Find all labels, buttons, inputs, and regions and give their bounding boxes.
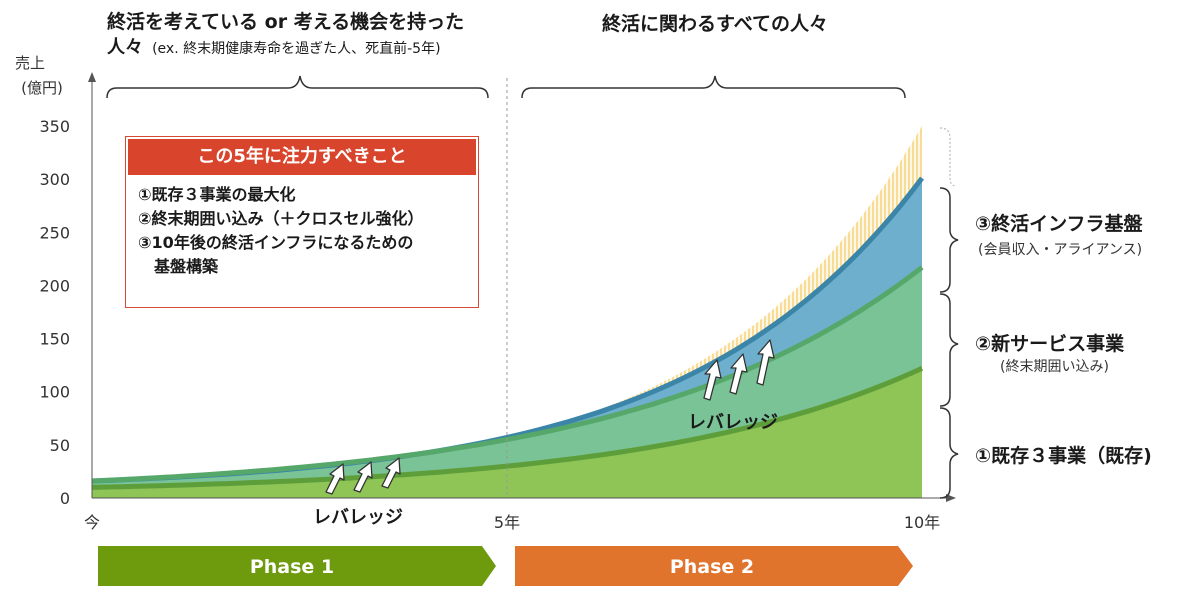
focus-list: ①既存３事業の最大化 ②終末期囲い込み（＋クロスセル強化） ③10年後の終活イン… [126, 183, 478, 279]
focus-box-title: この5年に注力すべきこと [128, 139, 476, 175]
x-ticks: 今 5年 10年 [84, 513, 940, 532]
top-left-heading-line2: 人々 (ex. 終末期健康寿命を過ぎた人、死直前-5年) [107, 37, 441, 58]
y-tick-label: 250 [39, 223, 70, 242]
focus-item: ①既存３事業の最大化 [138, 185, 296, 204]
leverage-arrow-icon [325, 463, 345, 495]
leverage-label-2: レバレッジ [688, 412, 778, 433]
label-existing-title: ①既存３事業（既存) [975, 444, 1152, 467]
leverage-arrows-phase1 [325, 457, 401, 495]
focus-item: 基盤構築 [154, 257, 219, 276]
y-tick-label: 300 [39, 170, 70, 189]
y-tick-label: 350 [39, 117, 70, 136]
brace-existing [939, 407, 959, 499]
y-axis-unit: (億円) [21, 79, 63, 97]
brace-infra [939, 187, 959, 293]
phase2-banner [515, 546, 913, 586]
existing-line [91, 366, 924, 490]
existing-area [92, 368, 922, 498]
top-left-heading-line1: 終活を考えている or 考える機会を持った [107, 10, 464, 33]
label-infra-sub: (会員収入・アライアンス) [978, 242, 1142, 258]
focus-item: ②終末期囲い込み（＋クロスセル強化） [138, 209, 424, 228]
phase1-label: Phase 1 [250, 556, 334, 578]
label-new-sub: (終末期囲い込み) [1000, 359, 1109, 375]
top-left-heading-note: (ex. 終末期健康寿命を過ぎた人、死直前-5年) [152, 40, 440, 57]
label-new-title: ②新サービス事業 [975, 332, 1125, 355]
leverage-arrow-icon [353, 461, 373, 493]
new-service-area [92, 267, 922, 488]
brace-phase1 [106, 75, 489, 99]
x-axis-arrow [946, 494, 956, 502]
brace-new [939, 293, 959, 407]
y-tick-label: 50 [50, 436, 70, 455]
y-ticks: 0 50 100 150 200 250 300 350 [39, 117, 70, 508]
y-tick-label: 150 [39, 330, 70, 349]
y-axis-arrow [88, 72, 96, 82]
top-right-heading: 終活に関わるすべての人々 [602, 12, 828, 35]
brace-upside [939, 127, 957, 187]
label-infra-title: ③終活インフラ基盤 [975, 212, 1144, 235]
focus-box: この5年に注力すべきこと ①既存３事業の最大化 ②終末期囲い込み（＋クロスセル強… [125, 136, 479, 308]
leverage-arrow-icon [703, 359, 722, 401]
leverage-arrow-icon [756, 339, 775, 386]
phase1-banner [98, 546, 496, 586]
top-left-heading-bold: 人々 [107, 37, 143, 58]
x-tick-label: 10年 [904, 513, 940, 532]
x-tick-label: 今 [84, 513, 100, 532]
y-axis-label: 売上 [15, 54, 45, 72]
y-tick-label: 200 [39, 276, 70, 295]
y-tick-label: 100 [39, 383, 70, 402]
focus-item: ③10年後の終活インフラになるための [138, 233, 414, 252]
leverage-arrows-phase2 [703, 339, 775, 401]
x-tick-label: 5年 [494, 513, 520, 532]
brace-phase2 [521, 75, 906, 99]
leverage-arrow-icon [729, 353, 748, 395]
phase2-label: Phase 2 [670, 556, 754, 578]
y-tick-label: 0 [60, 489, 70, 508]
leverage-arrow-icon [381, 457, 401, 489]
leverage-label-1: レバレッジ [313, 507, 403, 528]
